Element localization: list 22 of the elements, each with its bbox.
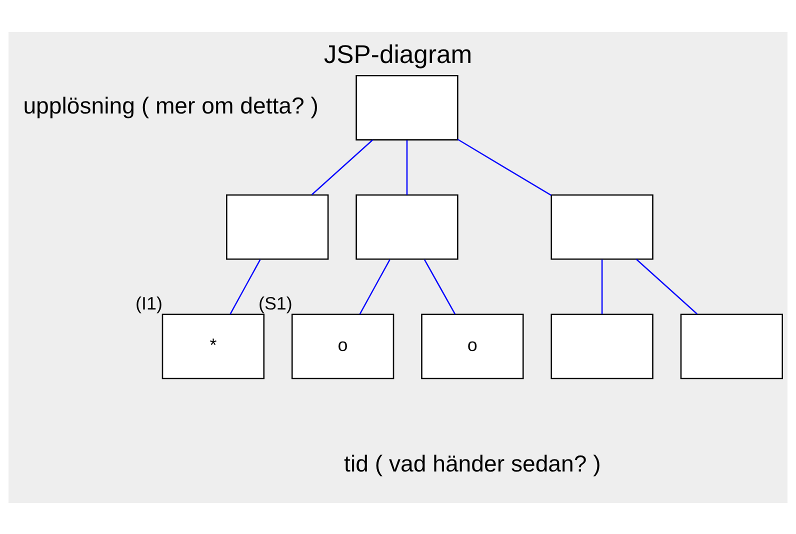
diagram-title: JSP-diagram xyxy=(324,40,472,68)
node-label: (I1) xyxy=(136,292,162,313)
node-box xyxy=(550,194,654,260)
node-box xyxy=(226,194,329,260)
connector xyxy=(406,140,408,194)
node-box xyxy=(356,74,458,140)
connector xyxy=(424,258,456,314)
node-box xyxy=(680,313,784,379)
connector xyxy=(230,258,261,314)
node-box xyxy=(550,313,654,379)
connector xyxy=(359,258,390,314)
node-box xyxy=(356,194,458,260)
connector xyxy=(457,138,552,196)
connector xyxy=(636,258,698,314)
connector xyxy=(312,139,374,195)
label: upplösning ( mer om detta? ) xyxy=(23,92,318,118)
node-box: * xyxy=(162,313,265,379)
node-box: o xyxy=(291,313,394,379)
node-label: (S1) xyxy=(258,292,292,313)
node-box: o xyxy=(421,313,524,379)
label: tid ( vad händer sedan? ) xyxy=(344,450,601,476)
connector xyxy=(601,259,603,314)
